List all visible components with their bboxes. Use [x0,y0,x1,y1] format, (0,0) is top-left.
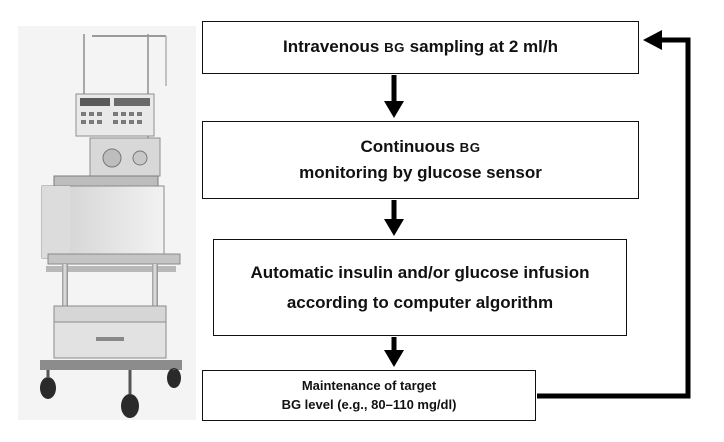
node-sampling: Intravenous BG sampling at 2 ml/h [202,21,639,74]
node-sampling-label: Intravenous BG sampling at 2 ml/h [282,37,558,57]
node-monitoring: Continuous BG monitoring by glucose sens… [202,121,639,199]
arrow-sampling-to-monitoring [384,75,404,118]
device-photo [18,26,196,420]
arrow-monitoring-to-infusion [384,200,404,236]
node-infusion: Automatic insulin and/or glucose infusio… [213,239,627,336]
feedback-arrow-maintenance-to-sampling [537,30,691,399]
node-infusion-line1: Automatic insulin and/or glucose infusio… [250,262,590,282]
node-monitoring-line2: monitoring by glucose sensor [299,163,542,182]
node-maintenance-line1: Maintenance of target [301,377,437,393]
node-maintenance: Maintenance of target BG level (e.g., 80… [202,370,536,421]
node-monitoring-line1: Continuous BG [360,136,481,156]
node-infusion-line2: according to computer algorithm [286,292,554,312]
arrow-infusion-to-maintenance [384,337,404,367]
node-maintenance-line2: BG level (e.g., 80–110 mg/dl) [281,396,457,412]
